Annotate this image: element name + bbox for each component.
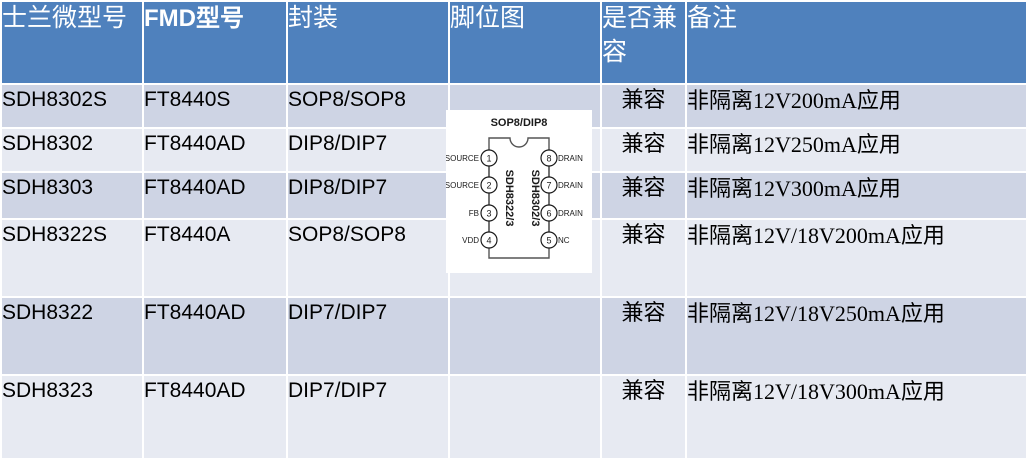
cell-pinout [450,298,600,374]
table-row: SDH8322 FT8440AD DIP7/DIP7 兼容 非隔离12V/18V… [2,298,1026,374]
cell-remark: 非隔离12V/18V200mA应用 [687,220,1026,296]
pin-label-4: VDD [462,236,479,245]
cell-sl-model: SDH8322S [2,220,142,296]
column-header-compat: 是否兼容 [602,2,685,83]
pin-circle-7 [540,176,558,194]
column-header-fmd-model: FMD型号 [144,2,286,83]
cell-compat: 兼容 [602,129,685,171]
pin-number-7: 7 [546,181,551,191]
cell-fmd-model: FT8440AD [144,376,286,458]
cell-remark: 非隔离12V/18V300mA应用 [687,376,1026,458]
cell-compat: 兼容 [602,376,685,458]
ic-label-right: SDH8302/3 [529,170,541,227]
cell-package: SOP8/SOP8 [288,85,448,127]
cell-remark: 非隔离12V/18V250mA应用 [687,298,1026,374]
cell-fmd-model: FT8440A [144,220,286,296]
cell-remark: 非隔离12V300mA应用 [687,173,1026,218]
column-header-package: 封装 [288,2,448,83]
pin-circle-4 [480,231,498,249]
pin-number-4: 4 [486,236,491,246]
pin-circle-3 [480,204,498,222]
pin-number-5: 5 [546,236,551,246]
pin-circle-1 [480,149,498,167]
cell-remark: 非隔离12V200mA应用 [687,85,1026,127]
pin-label-8: DRAIN [558,154,583,163]
cell-package: DIP7/DIP7 [288,376,448,458]
table-row: SDH8323 FT8440AD DIP7/DIP7 兼容 非隔离12V/18V… [2,376,1026,458]
cell-fmd-model: FT8440AD [144,298,286,374]
ic-label-left: SDH8322/3 [503,170,515,227]
pin-diagram-svg: SOP8/DIP8 SDH8322/3 SDH8302/3 1 SOURCE 2… [446,110,592,273]
cell-package: DIP8/DIP7 [288,129,448,171]
table-header: 士兰微型号 FMD型号 封装 脚位图 是否兼容 备注 [2,2,1026,83]
pin-diagram-image: SOP8/DIP8 SDH8322/3 SDH8302/3 1 SOURCE 2… [446,110,592,273]
diagram-title: SOP8/DIP8 [491,117,548,129]
column-header-sl-model: 士兰微型号 [2,2,142,83]
cell-remark: 非隔离12V250mA应用 [687,129,1026,171]
pin-number-3: 3 [486,209,491,219]
pin-number-8: 8 [546,154,551,164]
cell-package: SOP8/SOP8 [288,220,448,296]
cell-sl-model: SDH8323 [2,376,142,458]
pin-number-2: 2 [486,181,491,191]
cell-sl-model: SDH8322 [2,298,142,374]
pin-number-1: 1 [486,154,491,164]
ic-body-outline [488,137,550,259]
cell-compat: 兼容 [602,220,685,296]
cell-fmd-model: FT8440AD [144,129,286,171]
diagram-background [446,110,592,273]
cell-sl-model: SDH8303 [2,173,142,218]
cell-package: DIP7/DIP7 [288,298,448,374]
pin-circle-8 [540,149,558,167]
column-header-remark: 备注 [687,2,1026,83]
cell-package: DIP8/DIP7 [288,173,448,218]
pin-number-6: 6 [546,209,551,219]
pin-label-1: SOURCE [446,154,479,163]
pin-circle-2 [480,176,498,194]
table-row: SDH8303 FT8440AD DIP8/DIP7 兼容 非隔离12V300m… [2,173,1026,218]
column-header-pinout: 脚位图 [450,2,600,83]
cell-fmd-model: FT8440S [144,85,286,127]
cell-pinout [450,376,600,458]
cell-compat: 兼容 [602,298,685,374]
pin-label-3: FB [469,209,479,218]
pin-label-6: DRAIN [558,209,583,218]
pin-label-2: SOURCE [446,181,479,190]
cell-compat: 兼容 [602,85,685,127]
pin-label-5: NC [558,236,570,245]
cell-fmd-model: FT8440AD [144,173,286,218]
pin-circle-6 [540,204,558,222]
cell-sl-model: SDH8302S [2,85,142,127]
pin-circle-5 [540,231,558,249]
table-row: SDH8302S FT8440S SOP8/SOP8 兼容 非隔离12V200m… [2,85,1026,127]
cell-compat: 兼容 [602,173,685,218]
cell-sl-model: SDH8302 [2,129,142,171]
pin-label-7: DRAIN [558,181,583,190]
table-header-row: 士兰微型号 FMD型号 封装 脚位图 是否兼容 备注 [2,2,1026,83]
